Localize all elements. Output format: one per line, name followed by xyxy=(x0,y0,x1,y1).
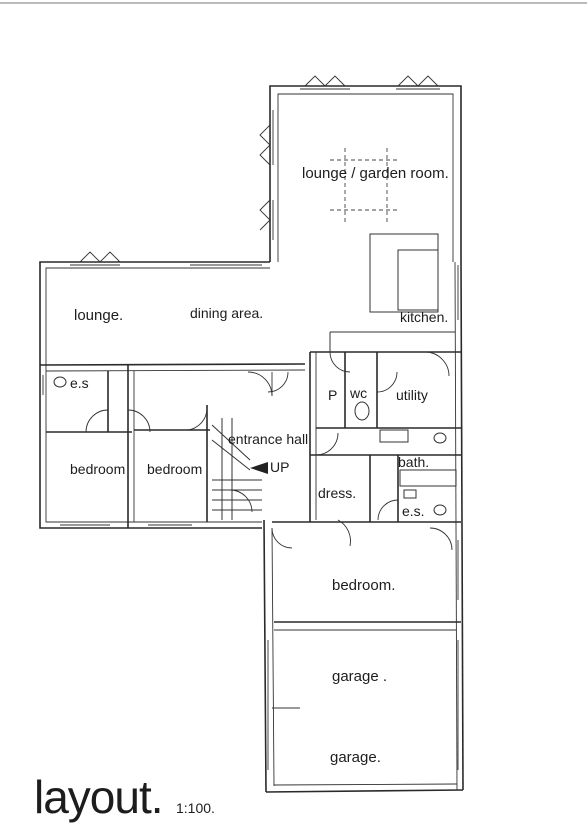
room-label-kitchen: kitchen. xyxy=(400,309,448,325)
plan-scale: 1:100. xyxy=(176,800,215,816)
stair-arrow-icon xyxy=(250,462,268,474)
stairs xyxy=(211,418,268,520)
windows xyxy=(42,88,459,770)
room-label-utility: utility xyxy=(396,387,428,403)
room-label-lounge-garden: lounge / garden room. xyxy=(302,165,449,182)
room-label-dress: dress. xyxy=(318,485,356,501)
doors xyxy=(85,351,453,551)
room-label-es-left: e.s xyxy=(70,375,89,391)
room-label-bedroom-2: bedroom xyxy=(147,461,202,477)
room-label-bedroom-3: bedroom. xyxy=(332,577,395,594)
dining-table xyxy=(330,148,400,222)
room-label-dining: dining area. xyxy=(190,305,263,321)
room-label-wc: wc xyxy=(349,385,367,401)
room-label-p: P xyxy=(328,387,337,403)
room-label-garage-1: garage . xyxy=(332,668,387,685)
room-label-lounge: lounge. xyxy=(74,307,123,324)
stairs-up-label: UP xyxy=(270,459,289,475)
room-label-garage-2: garage. xyxy=(330,749,381,766)
room-label-es-right: e.s. xyxy=(402,503,425,519)
room-label-bedroom-1: bedroom xyxy=(70,461,125,477)
sanitary-fixtures xyxy=(53,376,457,516)
kitchen-units xyxy=(329,233,455,352)
bifold-doors xyxy=(79,75,439,263)
interior-walls xyxy=(39,351,461,709)
plan-title: layout. xyxy=(34,771,164,823)
room-label-entrance-hall: entrance hall xyxy=(228,431,308,447)
room-label-bath: bath. xyxy=(398,454,429,470)
exterior-walls xyxy=(39,85,464,793)
